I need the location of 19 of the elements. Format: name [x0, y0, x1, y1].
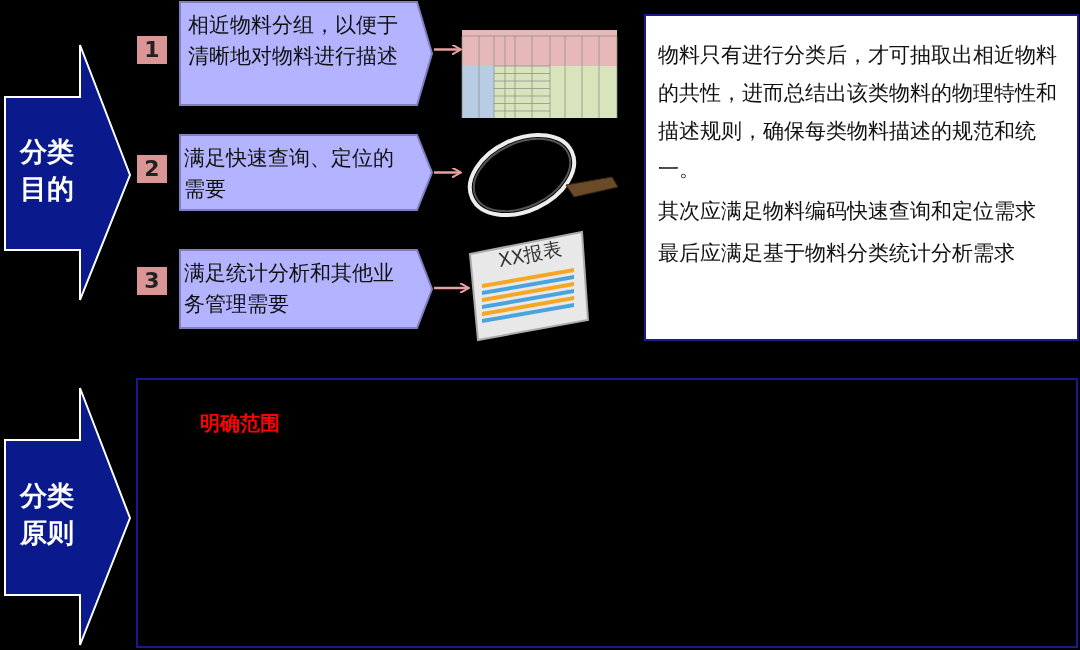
- paragraph: 最后应满足基于物料分类统计分析需求: [658, 240, 1016, 267]
- heading-text: 明确范围: [200, 410, 280, 437]
- content-box: [136, 378, 1078, 648]
- number-badge: 1: [137, 36, 167, 64]
- pentagon-box: 满足快速查询、定位的需要: [180, 135, 432, 210]
- arrow: [434, 282, 470, 294]
- number-badge: 2: [137, 155, 167, 183]
- arrow: [434, 43, 462, 56]
- chevron-arrow: 分类原则: [5, 388, 130, 645]
- table-drawing: [462, 30, 617, 118]
- text-box: [644, 14, 1079, 341]
- number-badge: 3: [137, 267, 167, 295]
- report-drawing: XX报表: [470, 232, 588, 340]
- paragraph: 物料只有进行分类后，才可抽取出相近物料的共性，进而总结出该类物料的物理特性和描述规则，确保每类物料描述的规范和统一。: [658, 42, 1058, 183]
- paragraph: 其次应满足物料编码快速查询和定位需求: [658, 198, 1037, 225]
- chevron-arrow: 分类目的: [5, 45, 130, 300]
- arrow: [434, 166, 462, 179]
- pentagon-box: 相近物料分组，以便于清晰地对物料进行描述: [180, 2, 432, 105]
- pentagon-box: 满足统计分析和其他业务管理需要: [180, 250, 432, 328]
